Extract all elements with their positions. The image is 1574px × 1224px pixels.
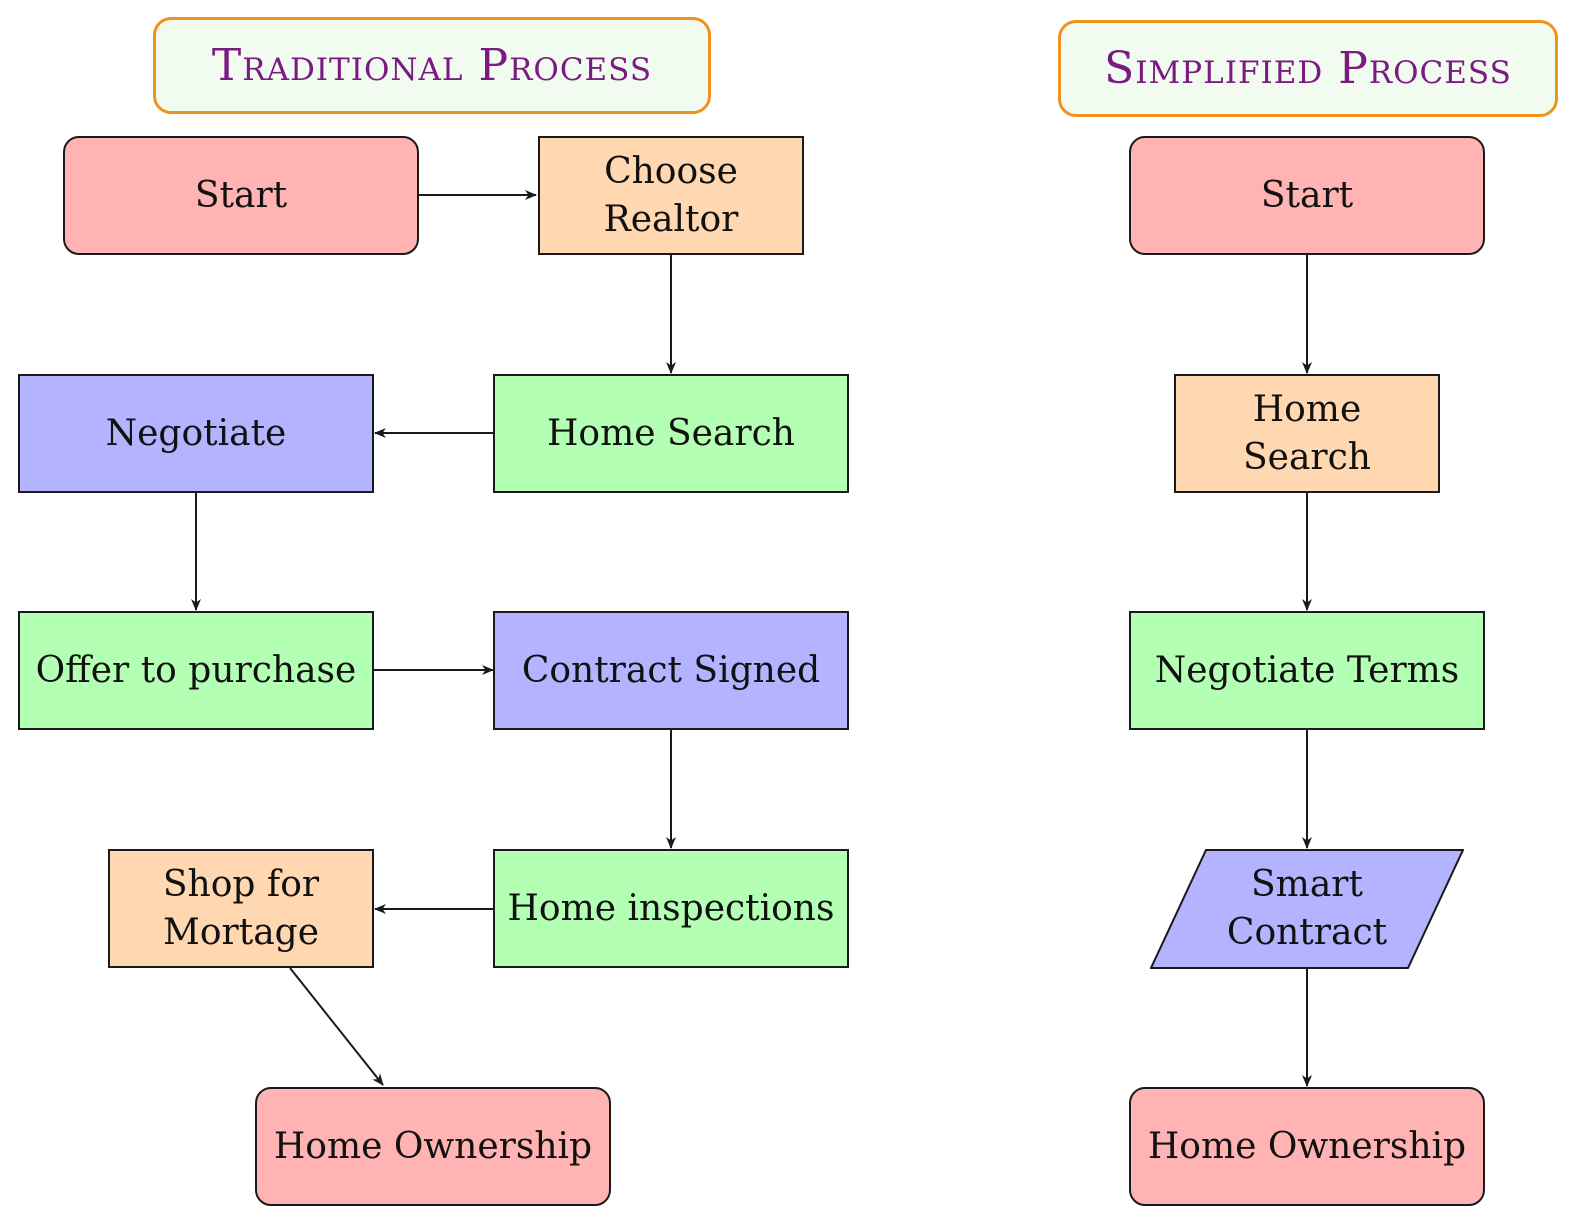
traditional-start-node: Start bbox=[63, 136, 419, 255]
negotiate-terms-label: Negotiate Terms bbox=[1154, 649, 1460, 691]
choose-realtor-node: Choose Realtor bbox=[538, 136, 804, 255]
negotiate-node: Negotiate bbox=[18, 374, 374, 493]
simplified-process-title: Simplified Process bbox=[1104, 43, 1512, 94]
simplified-start-node: Start bbox=[1129, 136, 1485, 255]
simplified-start-label: Start bbox=[1260, 174, 1354, 216]
choose-realtor-label: Choose Realtor bbox=[603, 150, 739, 240]
shop-for-mortgage-label: Shop for Mortage bbox=[162, 863, 320, 953]
smart-contract-label: Smart Contract bbox=[1226, 864, 1388, 953]
simplified-home-search-label: Home Search bbox=[1243, 388, 1371, 478]
traditional-process-title-box: Traditional Process bbox=[153, 17, 711, 114]
simplified-home-ownership-label: Home Ownership bbox=[1147, 1125, 1467, 1167]
home-inspections-node: Home inspections bbox=[493, 849, 849, 968]
home-search-node: Home Search bbox=[493, 374, 849, 493]
traditional-process-title: Traditional Process bbox=[211, 40, 653, 91]
contract-signed-node: Contract Signed bbox=[493, 611, 849, 730]
traditional-start-label: Start bbox=[194, 174, 288, 216]
simplified-home-ownership-node: Home Ownership bbox=[1129, 1087, 1485, 1206]
home-search-label: Home Search bbox=[547, 412, 795, 454]
negotiate-terms-node: Negotiate Terms bbox=[1129, 611, 1485, 730]
offer-to-purchase-node: Offer to purchase bbox=[18, 611, 374, 730]
offer-to-purchase-label: Offer to purchase bbox=[35, 649, 357, 691]
traditional-home-ownership-label: Home Ownership bbox=[273, 1125, 593, 1167]
home-inspections-label: Home inspections bbox=[507, 887, 835, 929]
smart-contract-parallelogram bbox=[1150, 849, 1464, 969]
negotiate-label: Negotiate bbox=[105, 412, 287, 454]
simplified-home-search-node: Home Search bbox=[1174, 374, 1440, 493]
simplified-process-title-box: Simplified Process bbox=[1058, 20, 1558, 117]
shop-for-mortgage-node: Shop for Mortage bbox=[108, 849, 374, 968]
traditional-home-ownership-node: Home Ownership bbox=[255, 1087, 611, 1206]
contract-signed-label: Contract Signed bbox=[521, 649, 821, 691]
arrow-shop-mortgage-to-home-ownership bbox=[289, 967, 384, 1086]
smart-contract-node: Smart Contract bbox=[1150, 849, 1464, 969]
